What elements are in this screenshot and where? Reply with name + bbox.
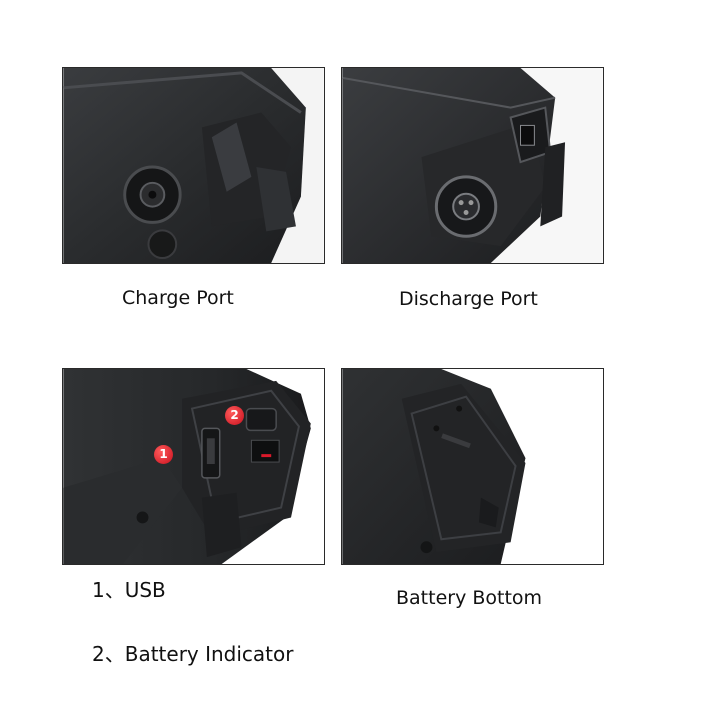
photo-battery-bottom bbox=[341, 368, 604, 565]
battery-side-image bbox=[63, 369, 324, 564]
note-usb: 1、USB bbox=[92, 578, 166, 602]
battery-bottom-image bbox=[342, 369, 603, 564]
note-battery-indicator: 2、Battery Indicator bbox=[92, 642, 294, 666]
usb-marker-badge: 1 bbox=[154, 445, 173, 464]
caption-charge-port: Charge Port bbox=[122, 287, 234, 309]
caption-discharge-port: Discharge Port bbox=[399, 288, 538, 310]
photo-battery-side: 1 2 bbox=[62, 368, 325, 565]
photo-charge-port bbox=[62, 67, 325, 264]
charge-port-image bbox=[63, 68, 324, 263]
photo-discharge-port bbox=[341, 67, 604, 264]
discharge-port-image bbox=[342, 68, 603, 263]
indicator-marker-badge: 2 bbox=[225, 406, 244, 425]
caption-battery-bottom: Battery Bottom bbox=[396, 587, 543, 609]
